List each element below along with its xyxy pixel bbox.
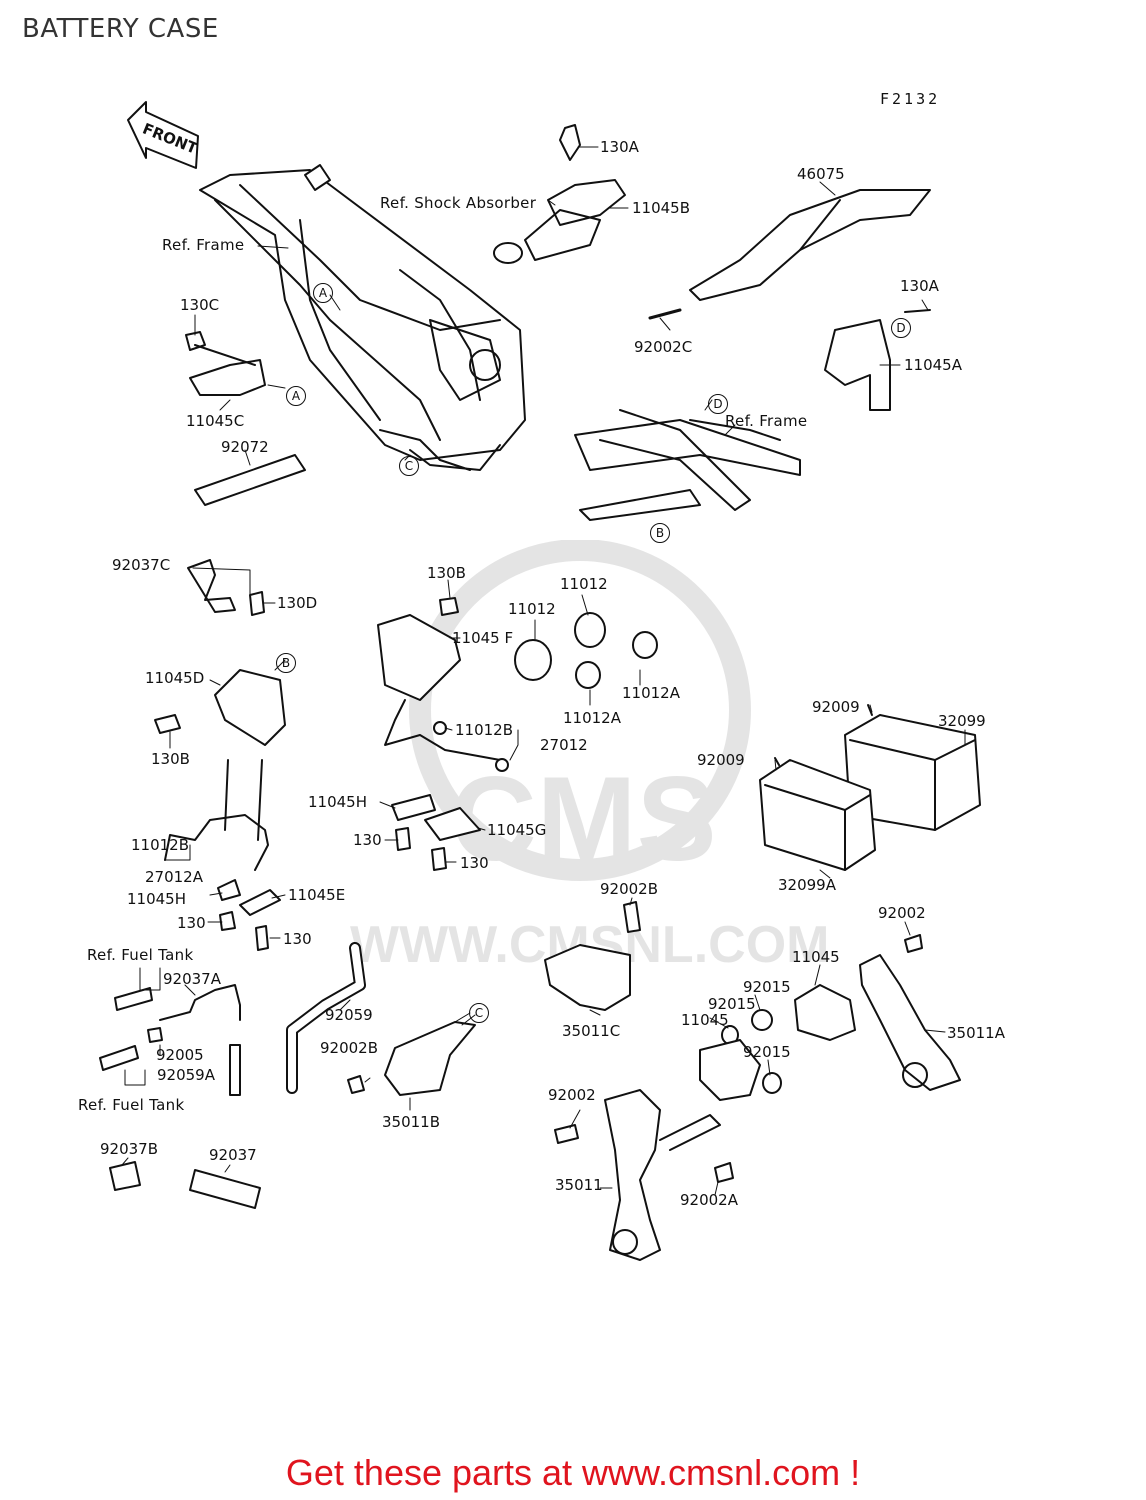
lower-frame-drawing [574, 409, 801, 521]
front-arrow-icon: FRONT [127, 101, 201, 169]
part-label: 11012A [563, 709, 621, 727]
part-label: 130A [900, 277, 939, 295]
part-label: 11045D [145, 669, 205, 687]
part-label: 11012 [560, 575, 608, 593]
part-label: 11045G [487, 821, 547, 839]
part-label: 92002B [600, 880, 659, 898]
part-label: 11045 F [452, 629, 514, 647]
part-label: 92059A [157, 1066, 215, 1084]
part-label: 92002C [634, 338, 693, 356]
part-32099a-drawing [759, 757, 876, 871]
part-92037c-drawing [187, 559, 265, 616]
marker-d: D [708, 394, 728, 414]
part-label: 130B [427, 564, 466, 582]
part-label: 92037B [100, 1140, 159, 1158]
watermark-logo-text: CMS [450, 752, 717, 886]
part-label: 35011C [562, 1022, 621, 1040]
ref-frame-label: Ref. Frame [162, 236, 245, 254]
part-label: 11012B [131, 836, 190, 854]
part-92037b-92037-drawing [109, 1161, 261, 1209]
ref-shock-absorber: Ref. Shock Absorber [380, 194, 537, 212]
part-label: 92072 [221, 438, 269, 456]
part-11045b-drawing [493, 124, 626, 264]
marker-c: C [469, 1003, 489, 1023]
part-label: 11045C [186, 412, 245, 430]
part-label: 92002 [548, 1086, 596, 1104]
part-11045d-drawing [154, 669, 286, 746]
part-label: 11045H [127, 890, 186, 908]
part-11045f-drawing [377, 597, 509, 772]
part-27012a-drawing [164, 759, 269, 871]
part-label: 130C [180, 296, 220, 314]
part-label: 92005 [156, 1046, 204, 1064]
part-label: 27012 [540, 736, 588, 754]
part-label: 11045E [288, 886, 346, 904]
part-label: 130A [600, 138, 639, 156]
part-label: 92037 [209, 1146, 257, 1164]
part-label: 130D [277, 594, 318, 612]
part-11045g-drawing [391, 794, 481, 871]
part-46075-drawing [648, 189, 931, 320]
part-label: 11045 [681, 1011, 729, 1029]
part-label: 92037C [112, 556, 171, 574]
ref-frame-label-lower: Ref. Frame [725, 412, 808, 430]
part-label: 92015 [743, 1043, 791, 1061]
cmsnl-link[interactable]: Get these parts at www.cmsnl.com ! [285, 1452, 861, 1493]
part-label: 35011 [555, 1176, 603, 1194]
part-35011b-drawing [347, 1021, 476, 1096]
marker-a: A [313, 283, 333, 303]
part-label: 46075 [797, 165, 845, 183]
part-label: 92015 [708, 995, 756, 1013]
part-label: 92009 [697, 751, 745, 769]
part-35011c-drawing [544, 901, 641, 1011]
part-label: 35011B [382, 1113, 441, 1131]
ref-fuel-tank-label: Ref. Fuel Tank [87, 946, 194, 964]
marker-c: C [399, 456, 419, 476]
part-label: 92002 [878, 904, 926, 922]
part-label: 92002A [680, 1191, 738, 1209]
part-label: 11012 [508, 600, 556, 618]
part-label: 11012A [622, 684, 680, 702]
part-label: 11045A [904, 356, 962, 374]
part-11045a-drawing [824, 309, 931, 411]
part-11012-grommets-drawing [514, 612, 658, 689]
ref-fuel-tank-label-lower: Ref. Fuel Tank [78, 1096, 185, 1114]
part-label: 11045 [792, 948, 840, 966]
page-title: BATTERY CASE [22, 14, 219, 44]
marker-d: D [891, 318, 911, 338]
part-label: 92059 [325, 1006, 373, 1024]
part-label: 92009 [812, 698, 860, 716]
marker-b: B [276, 653, 296, 673]
part-label: 130 [177, 914, 206, 932]
part-label: 32099A [778, 876, 836, 894]
marker-b: B [650, 523, 670, 543]
part-35011-drawing [554, 1039, 761, 1261]
part-label: 92015 [743, 978, 791, 996]
part-label: 11012B [455, 721, 514, 739]
part-label: 32099 [938, 712, 986, 730]
part-label: 130 [283, 930, 312, 948]
part-label: 92037A [163, 970, 221, 988]
part-35011a-drawing [721, 934, 961, 1094]
part-label: 27012A [145, 868, 203, 886]
part-11045h-11045e-drawing [217, 879, 281, 951]
marker-a: A [286, 386, 306, 406]
part-32099-drawing [844, 704, 981, 831]
cmsnl-watermark-logo: CMS [409, 540, 751, 886]
part-label: 130 [353, 831, 382, 849]
part-fuel-tank-hoses-drawing [99, 984, 241, 1096]
part-label: 130 [460, 854, 489, 872]
part-label: 11045H [308, 793, 367, 811]
part-label: 11045B [632, 199, 691, 217]
figure-code: F2132 [880, 90, 941, 108]
part-label: 92002B [320, 1039, 379, 1057]
part-label: 130B [151, 750, 190, 768]
part-92072-strap-drawing [194, 454, 306, 506]
part-92059-hose-drawing [286, 942, 366, 1094]
part-label: 35011A [947, 1024, 1005, 1042]
frame-drawing [199, 164, 526, 471]
part-11045c-drawing [185, 331, 266, 396]
